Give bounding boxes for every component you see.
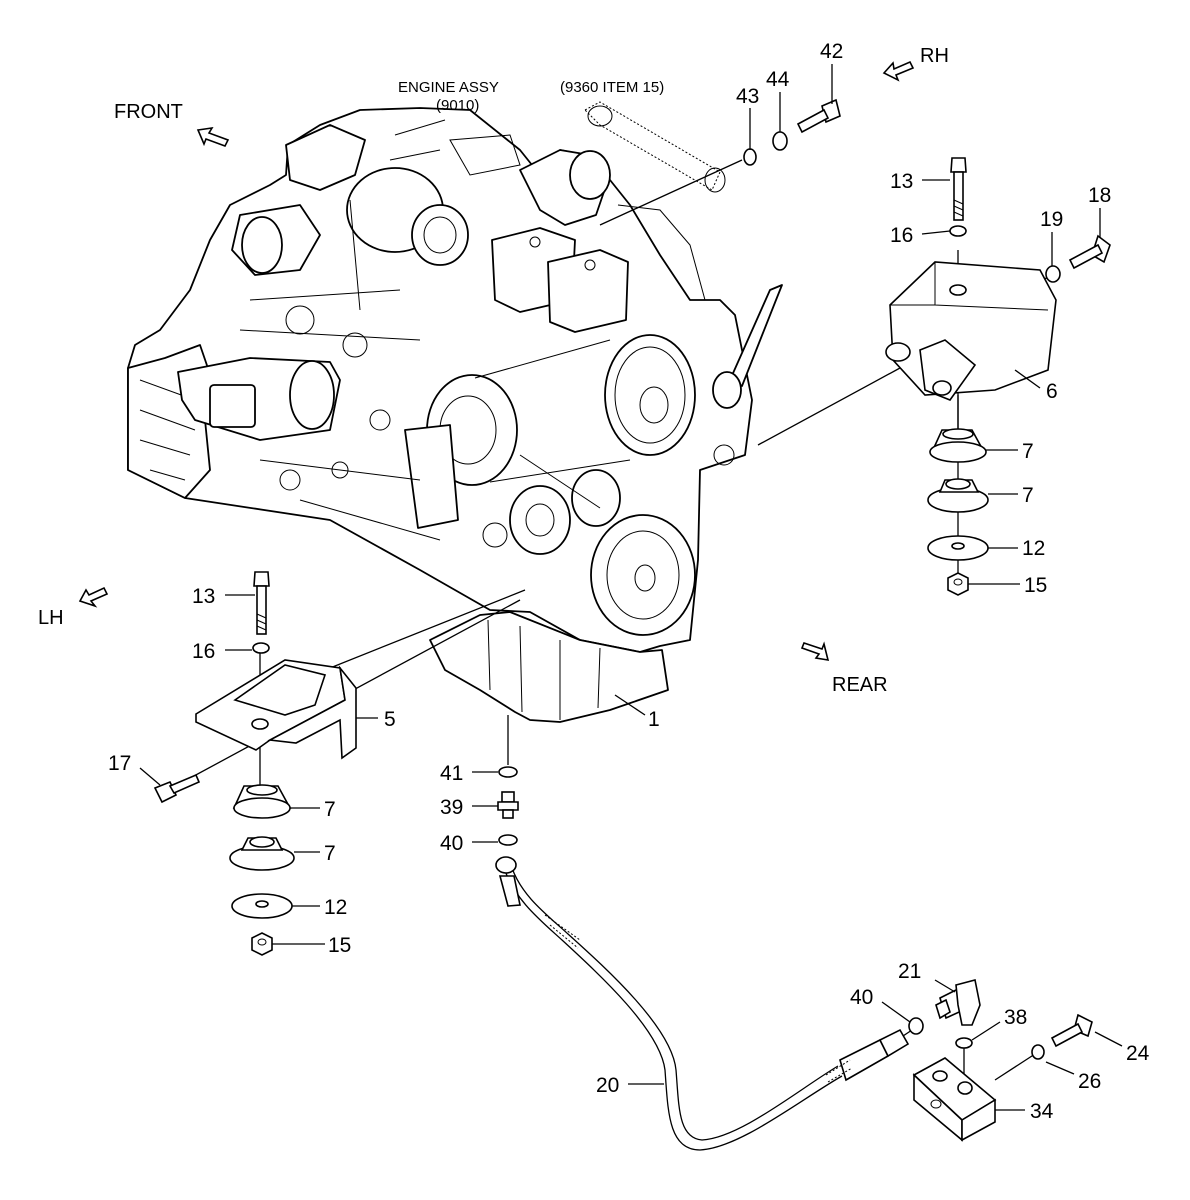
rubber-mount-7-lh-upper [232, 784, 292, 819]
rear-label: REAR [832, 674, 888, 696]
rubber-mount-7-lh-lower [229, 836, 295, 871]
callout-1: 1 [648, 708, 660, 731]
lh-mount-stack [153, 571, 357, 956]
washer-16-rh [949, 225, 967, 237]
callout-7-lh-upper: 7 [324, 798, 336, 821]
rh-label: RH [920, 45, 949, 67]
callout-40-elbow: 40 [850, 986, 873, 1009]
engine-assembly [127, 107, 783, 723]
lh-bracket-5 [195, 659, 357, 760]
callout-18: 18 [1088, 184, 1111, 207]
o-ring-40-drain [498, 834, 518, 846]
callout-numbers: 42 44 43 13 16 18 19 6 7 7 12 15 13 16 5… [108, 40, 1150, 1123]
callout-7-rh-upper: 7 [1022, 440, 1034, 463]
callout-34: 34 [1030, 1100, 1054, 1123]
bolt-42 [796, 98, 841, 134]
callout-42: 42 [820, 40, 843, 63]
callout-13-lh: 13 [192, 585, 215, 608]
callout-13-rh: 13 [890, 170, 913, 193]
drain-hose-20 [495, 856, 910, 1151]
washer-16-lh [252, 642, 270, 654]
rear-arrow-icon [800, 641, 830, 661]
direction-labels: FRONT RH LH REAR [38, 45, 949, 696]
front-arrow-icon [196, 126, 230, 147]
engine-assy-caption: ENGINE ASSY [398, 79, 499, 96]
elbow-and-block [908, 979, 1093, 1142]
tensioner-item-15 [584, 101, 726, 193]
o-ring-38 [955, 1037, 973, 1049]
captions: ENGINE ASSY (9010) (9360 ITEM 15) [398, 79, 664, 114]
callout-6: 6 [1046, 380, 1058, 403]
callout-16-lh: 16 [192, 640, 215, 663]
callout-15-rh: 15 [1024, 574, 1047, 597]
elbow-21 [935, 979, 981, 1026]
washer-43 [743, 148, 757, 166]
callout-43: 43 [736, 85, 759, 108]
callout-39: 39 [440, 796, 463, 819]
callout-21: 21 [898, 960, 921, 983]
front-label: FRONT [114, 101, 183, 123]
block-34 [912, 1057, 997, 1142]
callout-24: 24 [1126, 1042, 1150, 1065]
engine-assy-code: (9010) [436, 97, 479, 114]
bolt-13-lh [253, 571, 270, 635]
callout-40-drain: 40 [440, 832, 463, 855]
direction-arrows [78, 60, 915, 661]
rh-arrow-icon [882, 60, 915, 82]
bolt-13-rh [950, 157, 967, 221]
callout-20: 20 [596, 1074, 619, 1097]
callout-leaders [139, 64, 1123, 1111]
belt-tensioner-hardware [584, 98, 841, 193]
callout-26: 26 [1078, 1070, 1101, 1093]
lh-arrow-icon [78, 586, 109, 608]
lh-label: LH [38, 607, 64, 629]
rh-mount-stack [885, 157, 1111, 596]
callout-12-lh: 12 [324, 896, 347, 919]
callout-7-rh-lower: 7 [1022, 484, 1034, 507]
callout-12-rh: 12 [1022, 537, 1045, 560]
washer-19 [1045, 265, 1061, 283]
nut-15-rh [947, 572, 969, 596]
callout-44: 44 [766, 68, 790, 91]
callout-38: 38 [1004, 1006, 1027, 1029]
hose-fitting-bottom [825, 1028, 910, 1083]
ref-9360-caption: (9360 ITEM 15) [560, 79, 664, 96]
drain-fittings [497, 766, 519, 846]
rh-bracket-6 [885, 261, 1057, 401]
washer-12-rh [927, 535, 989, 561]
fitting-39 [497, 791, 519, 819]
washer-12-lh [231, 893, 293, 919]
callout-7-lh-lower: 7 [324, 842, 336, 865]
bolt-24 [1050, 1013, 1093, 1048]
washer-26 [1031, 1044, 1045, 1060]
callout-19: 19 [1040, 208, 1063, 231]
nut-15-lh [251, 932, 273, 956]
washer-44 [772, 131, 788, 151]
callout-41: 41 [440, 762, 463, 785]
hose-fitting-top [495, 856, 521, 907]
callout-17: 17 [108, 752, 131, 775]
bolt-17 [153, 773, 201, 804]
bolt-18 [1068, 234, 1111, 270]
callout-15-lh: 15 [328, 934, 351, 957]
o-ring-40-elbow [908, 1017, 924, 1035]
callout-16-rh: 16 [890, 224, 913, 247]
rubber-mount-7-rh-upper [929, 428, 987, 463]
washer-41 [498, 766, 518, 778]
callout-5: 5 [384, 708, 396, 731]
rubber-mount-7-rh-lower [927, 478, 989, 513]
